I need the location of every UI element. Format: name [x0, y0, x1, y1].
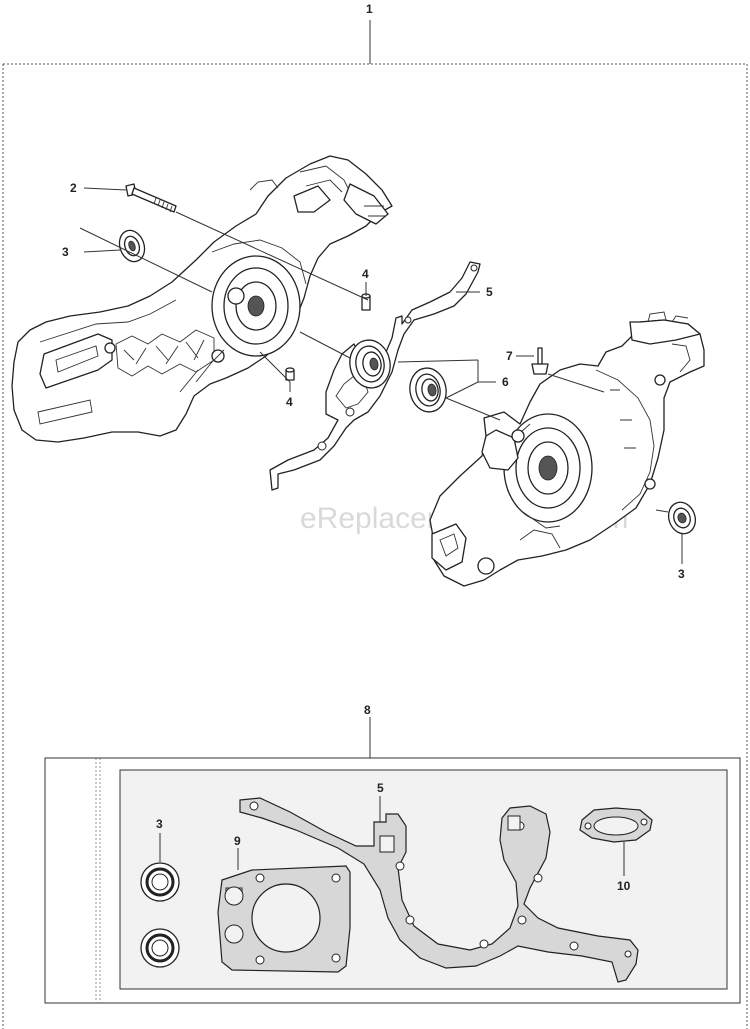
kit-seal-part-3-lower — [140, 928, 180, 968]
callouts-assembly: 1 2 3 4 4 5 6 7 3 — [62, 2, 685, 581]
callout-6: 6 — [502, 375, 509, 389]
kit-gasket-part-5 — [239, 797, 639, 983]
callout-5-top: 5 — [486, 285, 493, 299]
dowel-pin-part-4-top — [361, 293, 371, 311]
callout-7: 7 — [506, 349, 513, 363]
callout-9: 9 — [234, 834, 241, 848]
leader-lines-kit — [159, 796, 625, 876]
seal-part-3-right — [667, 501, 697, 535]
assembly-frame — [2, 20, 748, 1029]
bolt-part-2 — [125, 183, 177, 213]
callout-4-top: 4 — [362, 267, 369, 281]
leader-lines-assembly — [79, 187, 683, 564]
screw-part-7 — [531, 347, 549, 375]
callout-3-left: 3 — [62, 245, 69, 259]
right-crankcase-half — [429, 311, 705, 587]
seal-part-3-left — [118, 229, 146, 263]
left-crankcase-half — [11, 155, 393, 443]
callout-2: 2 — [70, 181, 77, 195]
bearing-part-6-b — [409, 367, 447, 413]
callouts-kit: 8 3 5 9 10 — [156, 703, 631, 893]
callout-3-right: 3 — [678, 567, 685, 581]
callout-8: 8 — [364, 703, 371, 717]
callout-1: 1 — [366, 2, 373, 16]
callout-3-kit: 3 — [156, 817, 163, 831]
callout-10: 10 — [617, 879, 631, 893]
kit-seal-part-3-upper — [140, 862, 180, 902]
callout-4-bottom: 4 — [286, 395, 293, 409]
callout-5-kit: 5 — [377, 781, 384, 795]
bearing-part-6-a — [349, 339, 391, 389]
dowel-pin-part-4-bottom — [285, 367, 295, 381]
kit-gasket-part-9 — [217, 865, 351, 973]
kit-gasket-part-10 — [579, 807, 653, 843]
